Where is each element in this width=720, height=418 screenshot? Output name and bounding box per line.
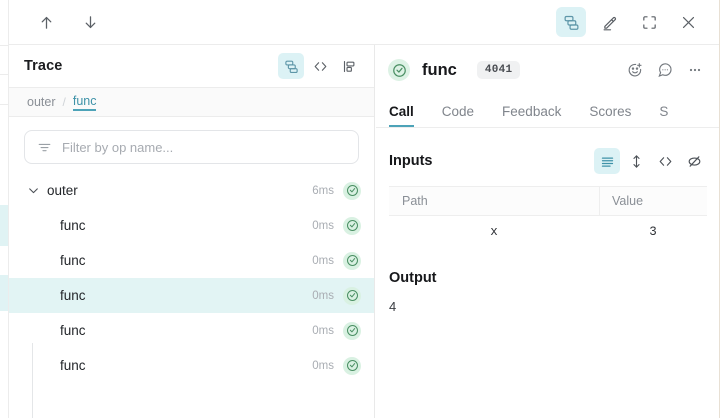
output-section: Output 4: [376, 248, 720, 314]
column-header-value: Value: [599, 186, 707, 216]
comment-icon[interactable]: [652, 57, 678, 83]
column-header-path: Path: [402, 194, 428, 208]
cell-value: 3: [649, 225, 657, 239]
code-icon[interactable]: [307, 53, 333, 79]
tree-row-label: func: [60, 253, 86, 268]
tree-row-outer[interactable]: outer 6ms: [9, 173, 374, 208]
inputs-title: Inputs: [389, 153, 433, 169]
filter-box[interactable]: [24, 130, 359, 164]
tab-code[interactable]: Code: [441, 104, 475, 119]
trace-panel-header: Trace: [9, 45, 374, 88]
close-icon[interactable]: [673, 7, 703, 37]
detail-tabs: Call Code Feedback Scores S: [376, 95, 720, 128]
tree-row-duration: 0ms: [312, 254, 334, 267]
tree-row-duration: 0ms: [312, 324, 334, 337]
tab-scores[interactable]: Scores: [589, 104, 632, 119]
tree-row-label: func: [60, 218, 86, 233]
trace-tree-icon[interactable]: [278, 53, 304, 79]
trace-tree: outer 6ms func 0ms: [9, 173, 374, 418]
call-detail-panel: func 4041: [376, 45, 720, 418]
filter-icon: [37, 140, 52, 155]
more-options-icon[interactable]: [682, 57, 708, 83]
adjacent-panel-sliver: [0, 0, 9, 418]
status-success-icon: [343, 251, 361, 270]
chevron-down-icon[interactable]: [25, 184, 41, 197]
add-reaction-icon[interactable]: [622, 57, 648, 83]
tree-row-label: func: [60, 323, 86, 338]
tree-row-duration: 0ms: [312, 289, 334, 302]
tree-row-func[interactable]: func 0ms: [9, 243, 374, 278]
list-view-icon[interactable]: [594, 148, 620, 174]
inputs-table-header: Path Value: [389, 186, 707, 216]
expand-rows-icon[interactable]: [623, 148, 649, 174]
trace-panel-title: Trace: [24, 58, 63, 74]
status-success-icon: [343, 216, 361, 235]
code-icon[interactable]: [652, 148, 678, 174]
top-toolbar: [9, 0, 720, 45]
tree-guide-line: [32, 343, 33, 418]
tab-summary[interactable]: S: [659, 104, 669, 119]
filter-input[interactable]: [62, 139, 346, 155]
breadcrumb-item-func[interactable]: func: [72, 94, 97, 111]
table-row[interactable]: x 3: [389, 216, 707, 248]
status-success-icon: [343, 286, 361, 305]
inputs-section-header: Inputs: [376, 128, 720, 186]
adjacent-row-highlight: [0, 275, 9, 311]
tree-row-func-selected[interactable]: func 0ms: [9, 278, 374, 313]
tree-row-label: func: [60, 358, 86, 373]
cell-path: x: [490, 225, 498, 239]
filter-container: [9, 117, 374, 173]
tab-feedback[interactable]: Feedback: [502, 104, 562, 119]
hide-icon[interactable]: [681, 148, 707, 174]
tree-row-duration: 0ms: [312, 219, 334, 232]
highlighter-pen-icon[interactable]: [595, 7, 625, 37]
tree-row-duration: 6ms: [312, 184, 334, 197]
trace-panel: Trace: [9, 45, 375, 418]
inputs-table: Path Value x 3: [389, 186, 707, 248]
tree-row-duration: 0ms: [312, 359, 334, 372]
flamechart-icon[interactable]: [336, 53, 362, 79]
tree-row-func[interactable]: func 0ms: [9, 313, 374, 348]
output-value: 4: [389, 299, 397, 314]
adjacent-row-highlight: [0, 205, 9, 246]
tree-row-func[interactable]: func 0ms: [9, 208, 374, 243]
status-success-icon: [343, 356, 361, 375]
status-success-icon: [343, 181, 361, 200]
fullscreen-icon[interactable]: [634, 7, 664, 37]
trace-tree-icon[interactable]: [556, 7, 586, 37]
status-success-icon: [388, 59, 410, 81]
tree-row-label: func: [60, 288, 86, 303]
breadcrumb-separator: /: [62, 95, 66, 109]
arrow-up-icon[interactable]: [31, 7, 61, 37]
arrow-down-icon[interactable]: [75, 7, 105, 37]
output-title: Output: [389, 270, 437, 286]
call-id-badge[interactable]: 4041: [476, 61, 521, 79]
status-success-icon: [343, 321, 361, 340]
tree-row-func[interactable]: func 0ms: [9, 348, 374, 383]
tab-call[interactable]: Call: [389, 104, 414, 127]
call-header: func 4041: [376, 45, 720, 95]
breadcrumb-item-outer[interactable]: outer: [27, 95, 56, 109]
tree-row-label: outer: [47, 183, 78, 198]
call-op-name: func: [422, 60, 457, 79]
breadcrumb: outer / func: [9, 88, 374, 117]
